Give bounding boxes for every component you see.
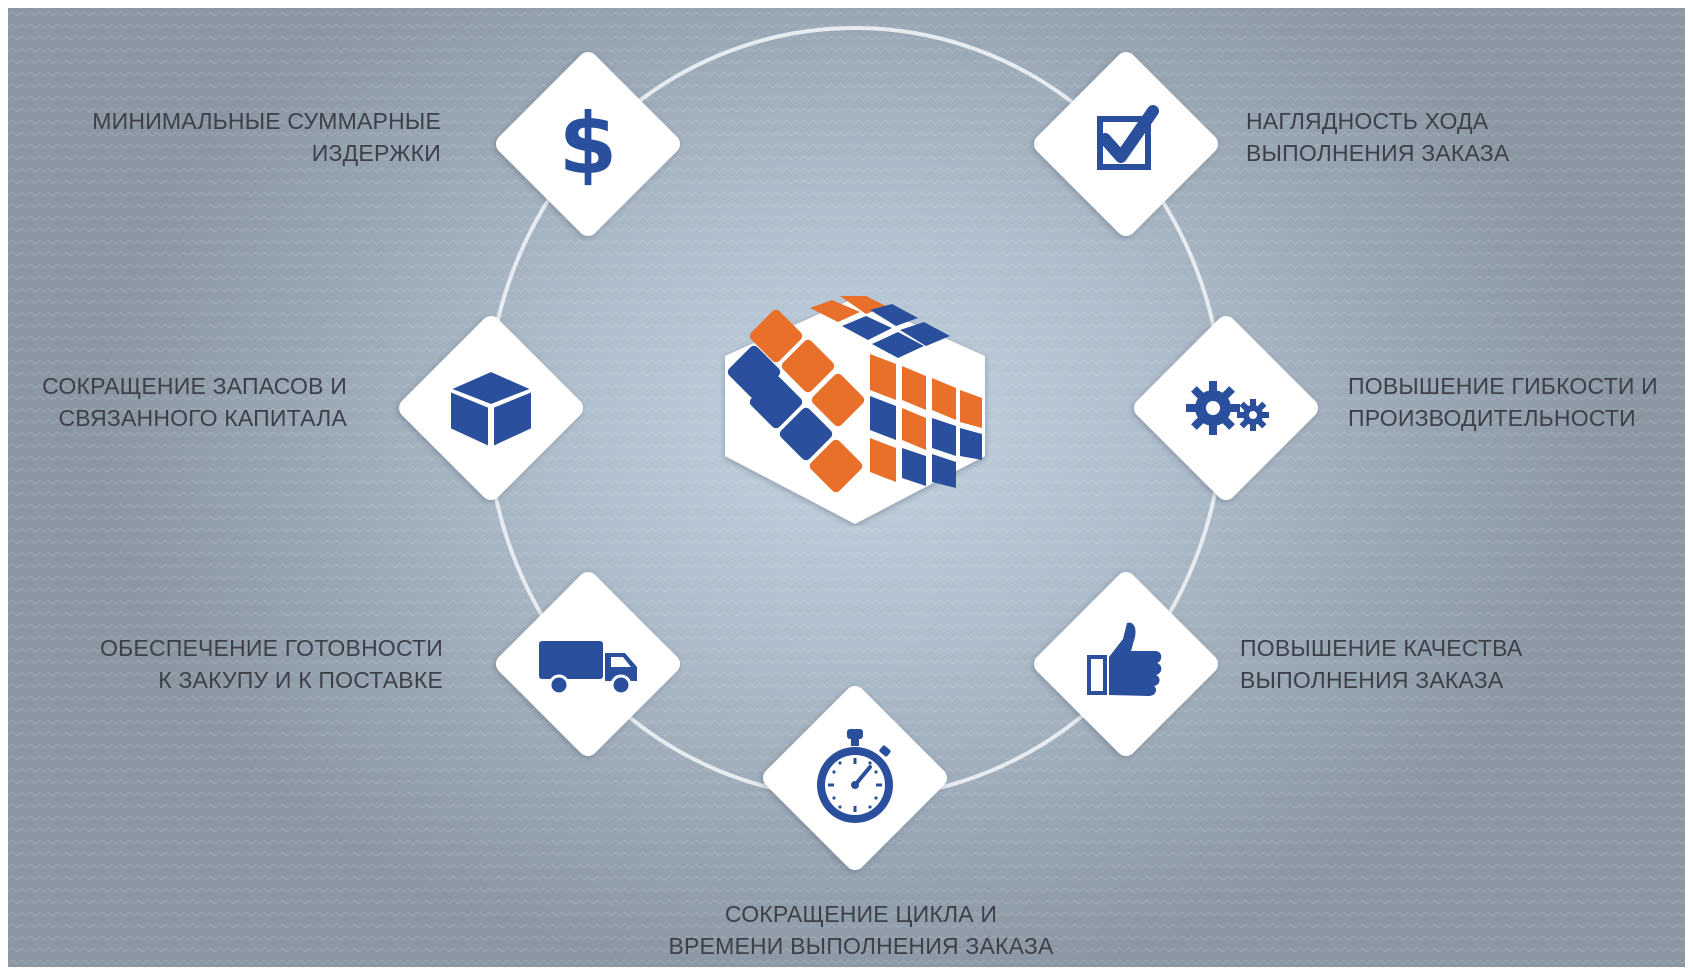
cube-right-face [870, 354, 982, 488]
cube-top-face [810, 294, 950, 358]
gears-icon [1171, 353, 1281, 463]
cube-left-face [727, 309, 865, 493]
cube-icon [720, 294, 990, 526]
svg-text:$: $ [559, 95, 617, 193]
checkbox-icon [1071, 89, 1181, 199]
thumbs-up-icon [1071, 609, 1181, 719]
box-icon [436, 353, 546, 463]
stopwatch-icon [800, 723, 910, 833]
dollar-icon: $ [533, 89, 643, 199]
truck-icon [533, 609, 643, 719]
